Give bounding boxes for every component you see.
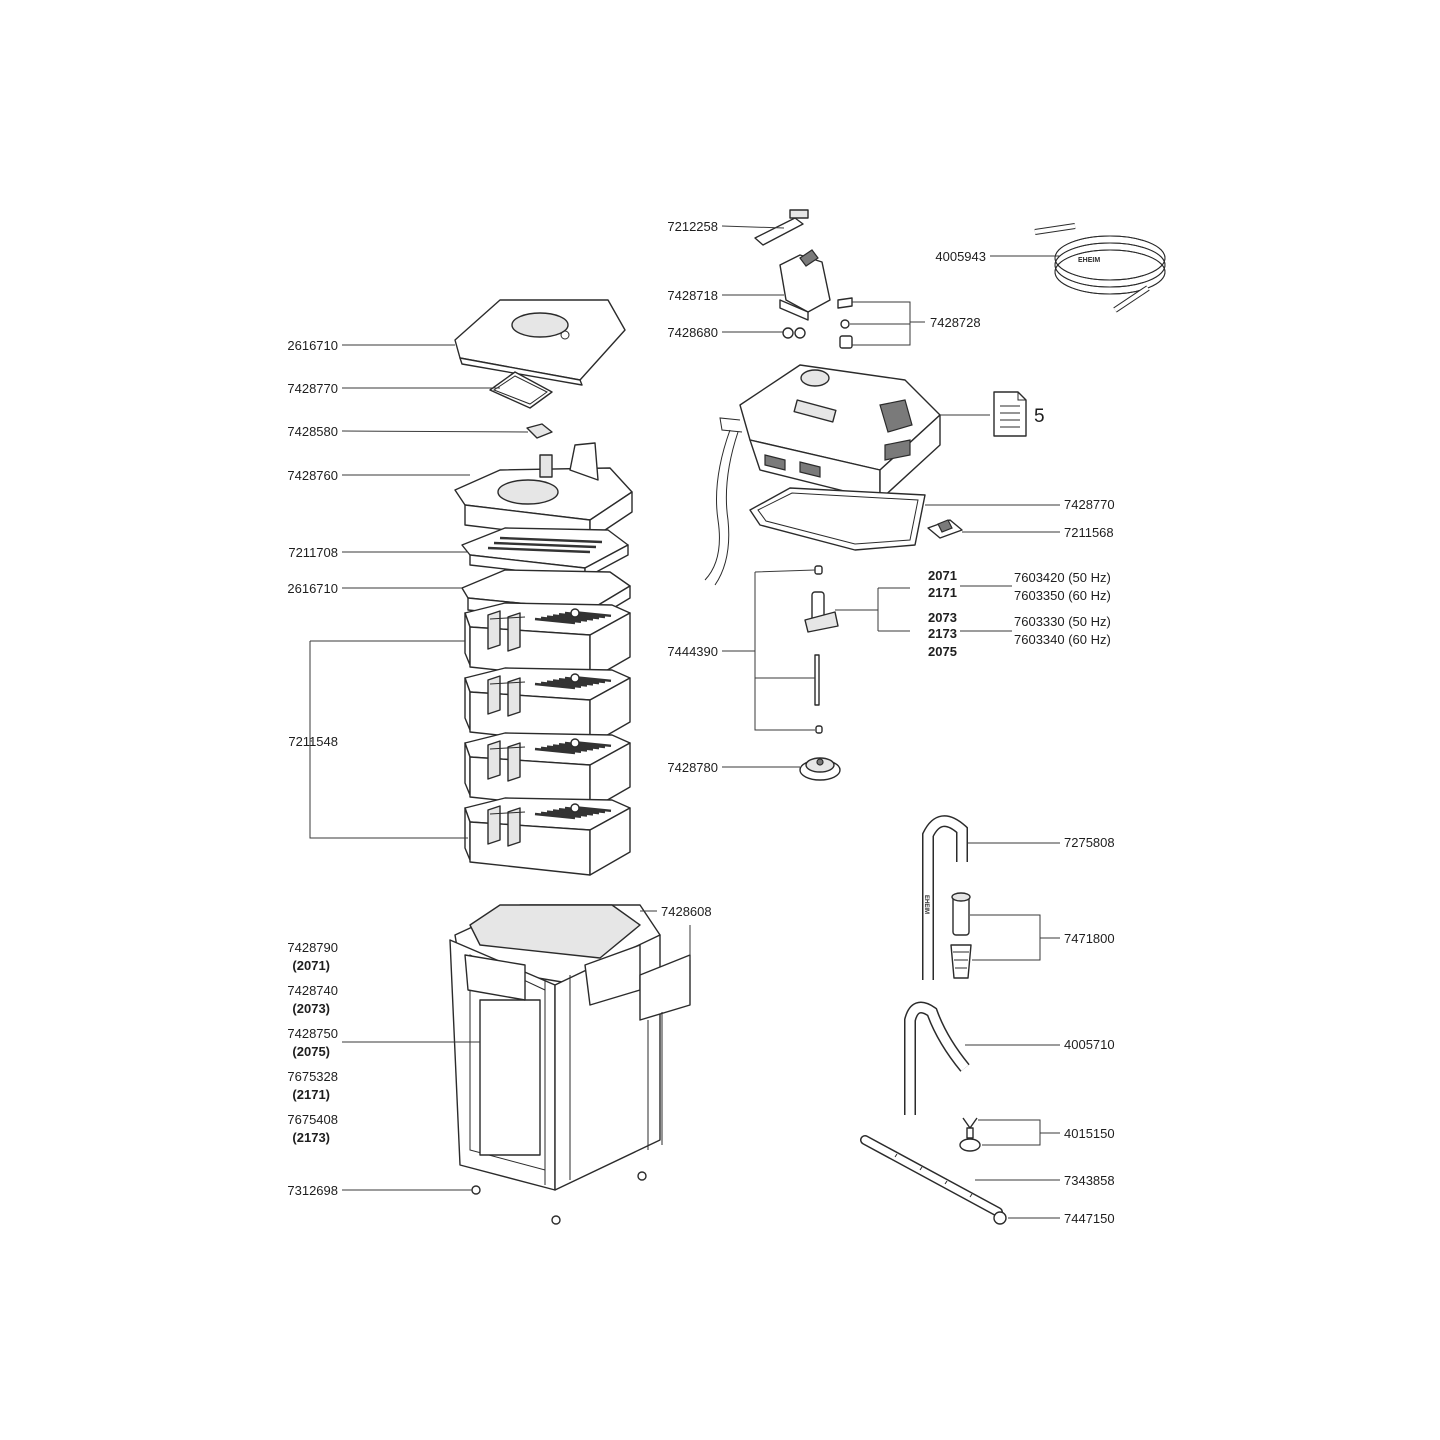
- label-model-2171-left: (2171): [292, 1087, 330, 1102]
- outlet-pipe-part: [904, 1001, 970, 1115]
- hose-coil-part: EHEIM: [1034, 223, 1166, 313]
- hose-brand-print: EHEIM: [1078, 257, 1100, 264]
- label-7428770-right: 7428770: [1064, 497, 1115, 512]
- label-7275808: 7275808: [1064, 835, 1115, 850]
- filter-basket: [464, 667, 631, 746]
- label-4005710: 4005710: [1064, 1037, 1115, 1052]
- label-model-2173-left: (2173): [292, 1130, 330, 1145]
- label-7444390: 7444390: [667, 644, 718, 659]
- label-4015150: 4015150: [1064, 1126, 1115, 1141]
- label-2616710-top: 2616710: [287, 338, 338, 353]
- suction-cup-part: [959, 1117, 981, 1152]
- label-7343858: 7343858: [1064, 1173, 1115, 1188]
- label-7212258: 7212258: [667, 219, 718, 234]
- label-7428728: 7428728: [930, 315, 981, 330]
- filter-basket: [464, 732, 631, 811]
- impeller-parts: [804, 565, 839, 734]
- canister-body-part: [449, 904, 691, 1225]
- seal-ring-left-part: [489, 371, 553, 409]
- label-model-2073: 2073: [928, 610, 957, 625]
- label-model-2071: 2071: [928, 568, 957, 583]
- grid-plate-part: [461, 527, 629, 579]
- filter-basket: [464, 602, 631, 681]
- label-model-2075-left: (2075): [292, 1044, 330, 1059]
- label-7428760: 7428760: [287, 468, 338, 483]
- pipe-brand-print: EHEIM: [923, 895, 929, 914]
- label-7675328: 7675328: [287, 1069, 338, 1084]
- label-7603330: 7603330 (50 Hz): [1014, 614, 1111, 629]
- strainer-part: [950, 892, 972, 979]
- seal-ring-right-part: [749, 487, 926, 551]
- label-model-2075: 2075: [928, 644, 957, 659]
- small-clip-part: [526, 423, 553, 439]
- label-model-2073-left: (2073): [292, 1001, 330, 1016]
- label-7312698: 7312698: [287, 1183, 338, 1198]
- label-model-2173: 2173: [928, 626, 957, 641]
- leader-lines: [309, 225, 1060, 1219]
- label-7603340: 7603340 (60 Hz): [1014, 632, 1111, 647]
- label-2616710-mid: 2616710: [287, 581, 338, 596]
- pump-head-part: [704, 364, 941, 586]
- inlet-pipe-part: EHEIM: [922, 815, 968, 980]
- label-7428780: 7428780: [667, 760, 718, 775]
- label-7428790: 7428790: [287, 940, 338, 955]
- label-7211548: 7211548: [288, 734, 338, 749]
- label-7447150: 7447150: [1064, 1211, 1115, 1226]
- label-7428580: 7428580: [287, 424, 338, 439]
- clip-right-part: [927, 519, 963, 539]
- label-model-2171: 2171: [928, 585, 957, 600]
- label-7428608: 7428608: [661, 904, 712, 919]
- label-7211708: 7211708: [288, 545, 338, 560]
- valve-adapter-part: [754, 209, 853, 349]
- label-doc-ref-5: 5: [1034, 406, 1045, 427]
- label-4005943: 4005943: [935, 249, 986, 264]
- label-7211568: 7211568: [1064, 525, 1114, 540]
- label-7428770-left: 7428770: [287, 381, 338, 396]
- end-cap-part: [993, 1211, 1007, 1225]
- label-7428740: 7428740: [287, 983, 338, 998]
- label-7603420: 7603420 (50 Hz): [1014, 570, 1111, 585]
- label-model-2071-left: (2071): [292, 958, 330, 973]
- label-7428750: 7428750: [287, 1026, 338, 1041]
- top-module-part: [454, 442, 633, 541]
- label-7428680: 7428680: [667, 325, 718, 340]
- impeller-cover-part: [799, 757, 841, 781]
- label-7603350: 7603350 (60 Hz): [1014, 588, 1111, 603]
- label-7675408: 7675408: [287, 1112, 338, 1127]
- label-7428718: 7428718: [667, 288, 718, 303]
- top-cover-part: [454, 299, 626, 386]
- spray-bar-part: [860, 1135, 1003, 1217]
- filter-basket: [464, 797, 631, 876]
- label-7471800: 7471800: [1064, 931, 1115, 946]
- document-icon: [993, 391, 1027, 437]
- filter-baskets-group: [464, 602, 631, 876]
- part-number-labels: 7212258 4005943 7428718 7428728 7428680 …: [287, 219, 1114, 1226]
